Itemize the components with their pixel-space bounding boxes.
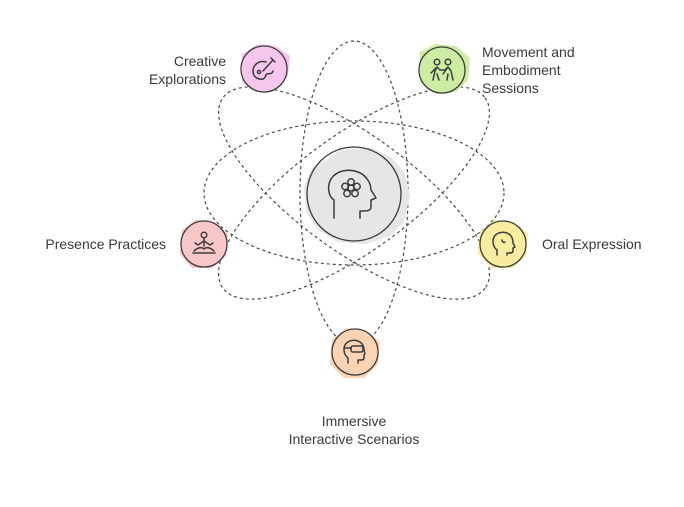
node-oral-splash [478,220,528,268]
label-creative-line-1: Creative [173,53,226,69]
label-movement-line-2: Embodiment [482,62,561,78]
orbit-ellipse-diagonal-a [217,86,491,300]
node-movement-embodiment [418,44,470,94]
node-movement-ring [418,46,466,94]
label-immersive-line-2: Interactive Scenarios [288,431,420,447]
node-oral-ring [479,220,527,268]
vr-headset-icon [343,339,366,364]
head-flower-icon [327,169,377,219]
node-oral-expression [478,220,528,268]
center-hub [304,146,410,244]
speaking-head-icon [492,231,516,256]
label-presence-practices: Presence Practices [20,235,166,253]
label-creative-explorations: Creative Explorations [126,52,226,88]
label-movement-embodiment: Movement and Embodiment Sessions [482,43,612,97]
node-immersive-ring [331,328,379,376]
label-oral-expression: Oral Expression [542,235,662,253]
meditation-icon [192,231,216,254]
two-people-icon [430,58,454,81]
node-presence-ring [180,220,228,268]
label-movement-line-1: Movement and [482,44,575,60]
label-oral-line-1: Oral Expression [542,236,642,252]
label-immersive-scenarios: Immersive Interactive Scenarios [264,412,444,448]
node-creative-explorations [240,44,290,93]
node-creative-ring [240,45,288,93]
node-presence-practices [180,220,228,268]
label-movement-line-3: Sessions [482,80,539,96]
center-hub-circle [306,146,402,242]
orbit-ellipse-horizontal [203,120,505,266]
node-immersive-splash [330,328,380,378]
label-presence-line-1: Presence Practices [45,236,166,252]
label-creative-line-2: Explorations [148,71,226,87]
label-immersive-line-1: Immersive [321,413,387,429]
palette-brush-icon [252,57,276,80]
orbit-ellipse-diagonal-b [217,86,491,300]
node-immersive-scenarios [330,328,380,378]
